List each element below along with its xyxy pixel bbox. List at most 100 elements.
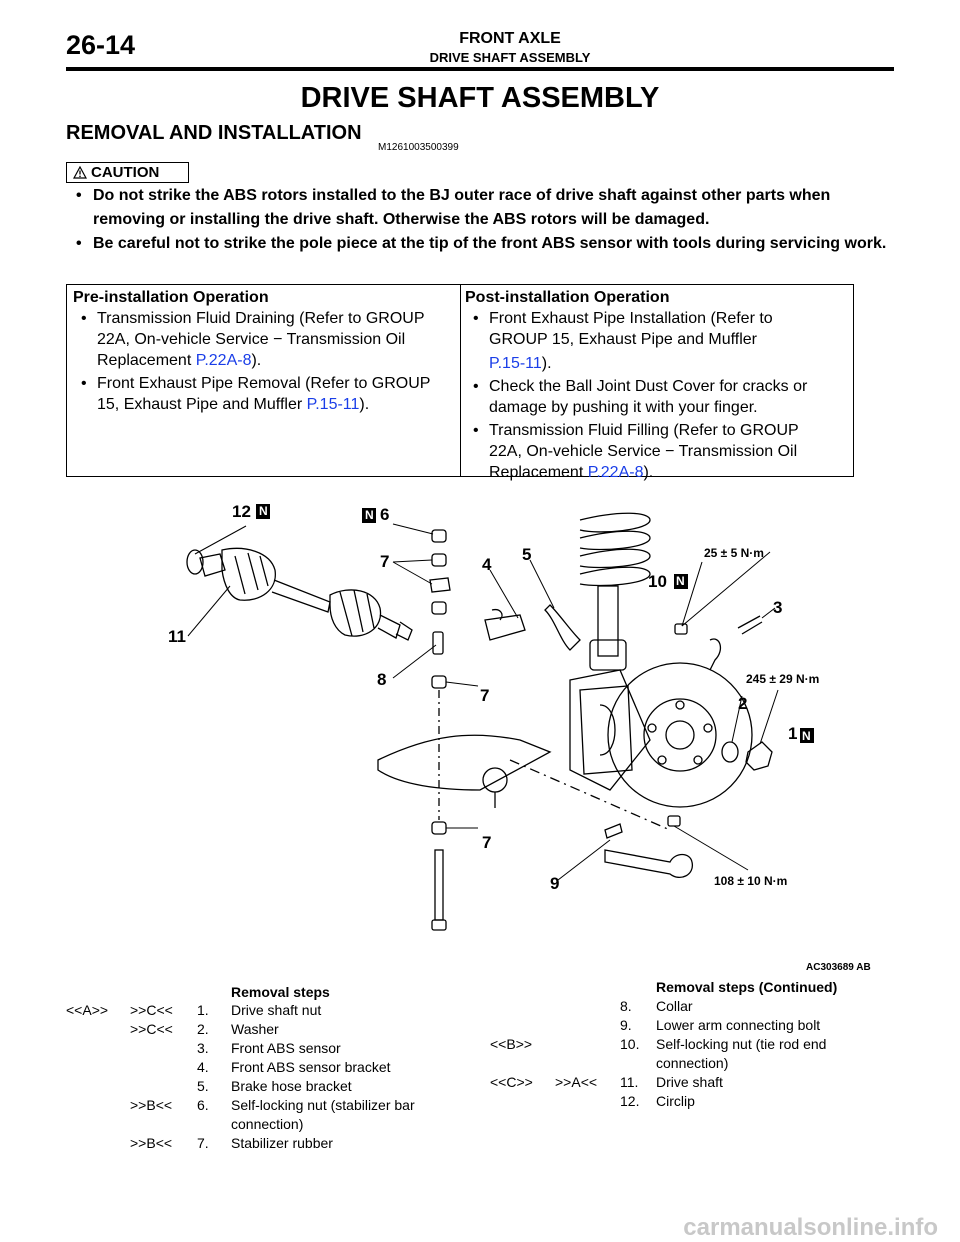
new-mark: N — [259, 504, 268, 518]
step-b: >>C<< — [130, 1021, 173, 1037]
page-link[interactable]: P.22A-8 — [587, 464, 644, 481]
table-divider — [460, 285, 461, 476]
step-a: <<C>> — [490, 1074, 533, 1090]
lower-arm-illustration — [377, 734, 552, 791]
step-text: Front ABS sensor — [231, 1040, 341, 1056]
abs-bracket-illustration — [484, 608, 526, 641]
removal-steps-continued-heading: Removal steps (Continued) — [656, 979, 838, 995]
step-num: 10. — [620, 1036, 640, 1052]
step-num: 11. — [620, 1074, 639, 1090]
step-text: Circlip — [656, 1093, 695, 1109]
warning-icon — [73, 166, 87, 179]
callout-11: 11 — [168, 627, 186, 646]
tie-rod-end-illustration — [604, 849, 693, 878]
operation-table: Pre-installation Operation • Transmissio… — [66, 284, 854, 481]
callout-1: 1 — [788, 724, 798, 743]
callout-7: 7 — [482, 833, 492, 852]
pre-installation-column: Pre-installation Operation • Transmissio… — [73, 287, 458, 415]
bullet-icon: • — [473, 310, 479, 327]
bullet-icon: • — [76, 187, 82, 204]
new-mark: N — [676, 574, 685, 588]
bullet-icon: • — [81, 310, 87, 327]
brake-hose-bracket-illustration — [544, 604, 581, 651]
step-text: Collar — [656, 998, 693, 1014]
step-num: 5. — [197, 1078, 209, 1094]
strut-illustration — [579, 512, 651, 671]
chapter-title: FRONT AXLE — [459, 30, 561, 47]
page-link[interactable]: P.15-11 — [306, 396, 360, 413]
callout-9: 9 — [550, 874, 560, 893]
caution-box: CAUTION — [66, 162, 189, 183]
step-text: Washer — [231, 1021, 279, 1037]
step-text: connection) — [231, 1116, 304, 1132]
step-num: 3. — [197, 1040, 209, 1056]
step-b: >>C<< — [130, 1002, 173, 1018]
step-num: 9. — [620, 1017, 632, 1033]
callout-10: 10 — [648, 572, 667, 591]
post-item-3: • Transmission Fluid Filling (Refer to G… — [473, 422, 799, 481]
figure-code: AC303689 AB — [806, 962, 871, 973]
ball-joint-illustration — [482, 767, 508, 793]
bullet-icon: • — [473, 378, 479, 395]
page-number: 26-14 — [66, 30, 136, 60]
drive-shaft-illustration — [186, 547, 413, 641]
caution-item: • Be careful not to strike the pole piec… — [76, 232, 896, 256]
abs-sensor-illustration — [709, 638, 722, 671]
step-text: Self-locking nut (tie rod end — [656, 1036, 827, 1052]
stabilizer-parts-illustration — [429, 529, 451, 931]
callout-6: 6 — [380, 505, 390, 524]
step-num: 12. — [620, 1093, 640, 1109]
new-part-marks — [256, 504, 814, 743]
exploded-diagram — [186, 504, 814, 931]
self-locking-nut-illustration — [674, 623, 688, 635]
pre-item-1: • Transmission Fluid Draining (Refer to … — [81, 310, 425, 369]
step-num: 8. — [620, 998, 632, 1014]
step-num: 1. — [197, 1002, 209, 1018]
page-link[interactable]: P.15-11 — [489, 355, 542, 372]
step-text: Lower arm connecting bolt — [656, 1017, 821, 1033]
step-num: 4. — [197, 1059, 209, 1075]
subsection-code: M1261003500399 — [378, 142, 459, 153]
torque-spec: 108 ± 10 N·m — [714, 874, 788, 888]
torque-spec: 25 ± 5 N·m — [704, 546, 764, 560]
removal-steps-heading: Removal steps — [231, 984, 330, 1000]
callout-12: 12 — [232, 502, 251, 521]
page-title: DRIVE SHAFT ASSEMBLY — [300, 82, 660, 114]
watermark: carmanualsonline.info — [683, 1214, 938, 1241]
bullet-icon: • — [473, 422, 479, 439]
step-num: 6. — [197, 1097, 209, 1113]
callout-7: 7 — [480, 686, 490, 705]
step-text: Brake hose bracket — [231, 1078, 352, 1094]
callout-5: 5 — [522, 545, 532, 564]
bolt-illustration — [737, 615, 763, 635]
pre-item-2: • Front Exhaust Pipe Removal (Refer to G… — [81, 375, 431, 413]
step-a: <<B>> — [490, 1036, 533, 1052]
step-text: Stabilizer rubber — [231, 1135, 333, 1151]
post-installation-column: Post-installation Operation • Front Exha… — [465, 287, 850, 483]
page-link[interactable]: P.22A-8 — [195, 352, 252, 369]
new-mark: N — [802, 729, 811, 743]
caution-label: CAUTION — [91, 164, 160, 181]
step-text: Drive shaft — [656, 1074, 723, 1090]
post-item-1: • Front Exhaust Pipe Installation (Refer… — [473, 310, 773, 372]
step-b: >>B<< — [130, 1097, 173, 1113]
caution-item: • Do not strike the ABS rotors installed… — [76, 184, 896, 232]
bullet-icon: • — [76, 235, 82, 252]
callout-8: 8 — [377, 670, 387, 689]
washer-illustration — [721, 741, 739, 763]
drive-shaft-nut-illustration — [745, 741, 773, 771]
callout-2: 2 — [738, 694, 748, 713]
step-text: Drive shaft nut — [231, 1002, 322, 1018]
section-title: DRIVE SHAFT ASSEMBLY — [429, 50, 591, 65]
callout-3: 3 — [773, 598, 783, 617]
bullet-icon: • — [81, 375, 87, 392]
step-b: >>B<< — [130, 1135, 173, 1151]
callout-7: 7 — [380, 552, 390, 571]
step-text: connection) — [656, 1055, 729, 1071]
step-a: <<A>> — [66, 1002, 109, 1018]
step-text: Self-locking nut (stabilizer bar — [231, 1097, 415, 1113]
callout-4: 4 — [482, 555, 492, 574]
post-item-2: • Check the Ball Joint Dust Cover for cr… — [473, 378, 808, 416]
subsection-title: REMOVAL AND INSTALLATION — [66, 122, 362, 144]
step-num: 7. — [197, 1135, 209, 1151]
